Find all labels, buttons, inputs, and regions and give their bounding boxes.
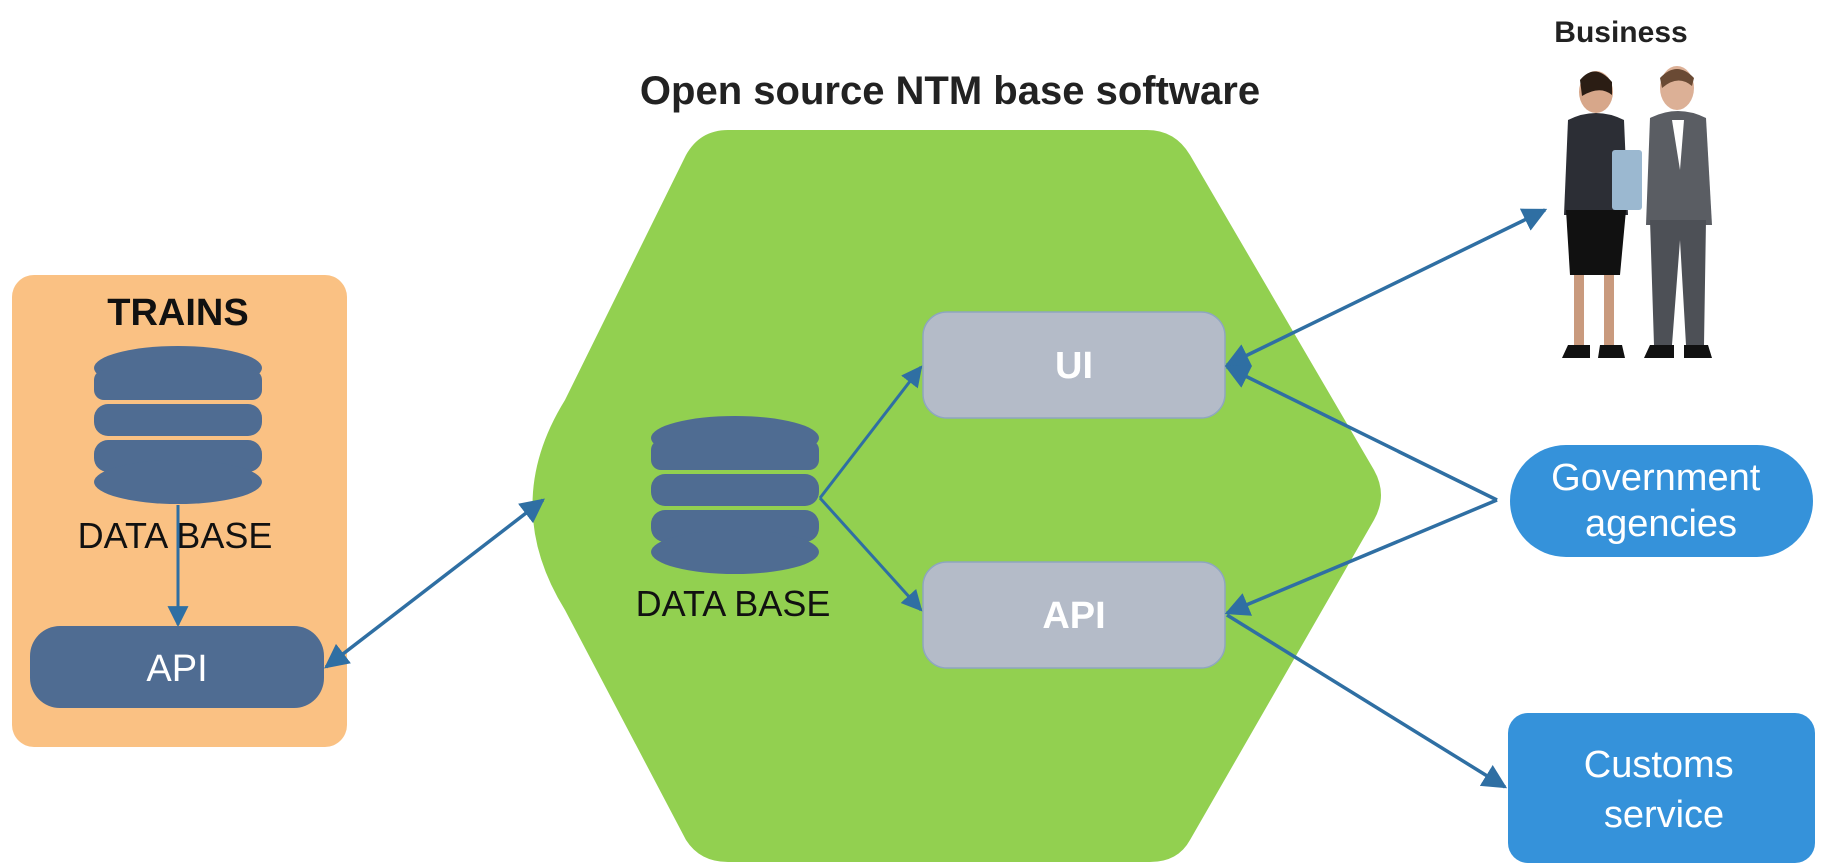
business-people-icon: [1562, 66, 1712, 358]
core-database-label: DATA BASE: [636, 583, 831, 624]
trains-title: TRAINS: [107, 292, 248, 334]
trains-panel: TRAINS DATA BASE API: [12, 275, 347, 747]
customs-service-box: [1508, 713, 1815, 863]
diagram-title: Open source NTM base software: [640, 69, 1260, 113]
businessman-figure: [1644, 66, 1712, 358]
core-database-icon: [651, 416, 819, 574]
trains-api-label: API: [146, 648, 207, 690]
government-to-ui-arrow: [1224, 365, 1498, 502]
core-ui-label: UI: [1055, 345, 1093, 387]
customs-service-line2: service: [1604, 794, 1724, 836]
trains-database-icon: [94, 346, 262, 504]
government-agencies-box: [1510, 445, 1813, 557]
customs-service-line1: Customs: [1584, 744, 1734, 786]
government-agencies-line1: Government: [1551, 457, 1761, 499]
core-db-to-api-arrow: [818, 496, 923, 612]
trains-to-core-arrow: [324, 498, 545, 669]
core-db-to-ui-arrow: [818, 365, 923, 499]
core-api-label: API: [1042, 595, 1105, 637]
trains-api-box: [30, 626, 324, 708]
government-agencies-label: Government agencies: [1551, 457, 1771, 545]
government-agencies-line2: agencies: [1585, 503, 1737, 545]
businesswoman-figure: [1562, 71, 1642, 358]
trains-database-label: DATA BASE: [78, 515, 273, 556]
ntm-core-hexagon: DATA BASE UI API: [532, 130, 1381, 862]
ui-to-business-arrow: [1224, 208, 1548, 367]
customs-service-label: Customs service: [1584, 744, 1744, 836]
api-to-customs-arrow: [1226, 613, 1508, 789]
government-to-api-arrow: [1224, 498, 1498, 616]
business-label: Business: [1554, 16, 1687, 49]
